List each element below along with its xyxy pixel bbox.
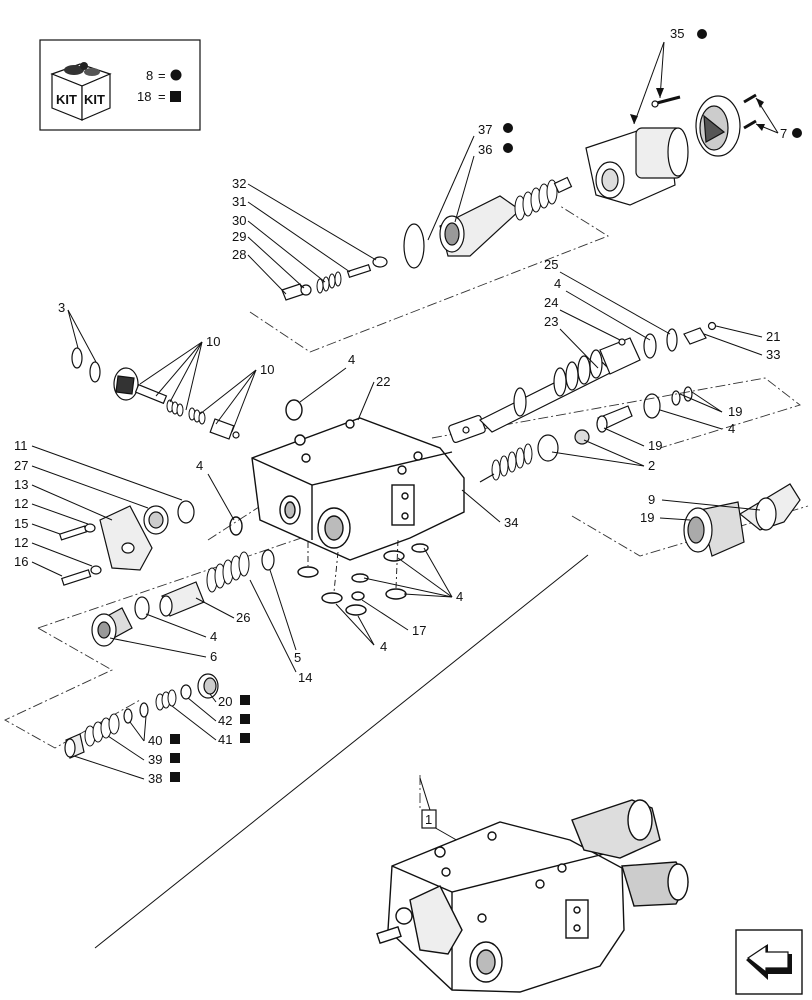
valve-body <box>251 417 465 561</box>
svg-text:23: 23 <box>544 314 558 329</box>
svg-text:1: 1 <box>425 812 432 827</box>
kit-legend: KIT KIT 8 = 18 = <box>39 39 201 131</box>
o-ring-4d <box>229 516 243 536</box>
callout-22: 22 <box>357 374 390 421</box>
svg-text:9: 9 <box>648 492 655 507</box>
svg-text:22: 22 <box>376 374 390 389</box>
svg-text:3: 3 <box>58 300 65 315</box>
svg-text:19: 19 <box>640 510 654 525</box>
svg-text:4: 4 <box>456 589 463 604</box>
svg-text:37: 37 <box>478 122 492 137</box>
svg-text:35: 35 <box>670 26 684 41</box>
solenoid-housing <box>585 93 757 206</box>
svg-text:34: 34 <box>504 515 518 530</box>
svg-text:33: 33 <box>766 347 780 362</box>
callouts-3-10: 3 10 10 <box>58 300 274 433</box>
callout-34: 34 <box>461 489 518 530</box>
svg-text:2: 2 <box>648 458 655 473</box>
svg-text:4: 4 <box>348 352 355 367</box>
svg-text:41: 41 <box>218 732 232 747</box>
assembly-boundary-lines <box>4 205 809 810</box>
callouts-relief: 26 4 6 5 14 <box>109 569 312 685</box>
svg-text:6: 6 <box>210 649 217 664</box>
svg-text:19: 19 <box>648 438 662 453</box>
svg-text:24: 24 <box>544 295 558 310</box>
svg-text:4: 4 <box>728 421 735 436</box>
callouts-sub-kit: 20 42 41 40 39 38 <box>73 693 232 786</box>
callout-4b: 4 <box>285 352 355 421</box>
kit-circle-marker <box>170 69 182 81</box>
lever-parts <box>71 347 240 440</box>
left-flange <box>58 500 195 586</box>
adjuster-knob <box>683 483 801 557</box>
svg-text:31: 31 <box>232 194 246 209</box>
svg-text:4: 4 <box>196 458 203 473</box>
kit-legend-row1-eq: = <box>158 68 166 83</box>
kit-legend-row2-eq: = <box>158 89 166 104</box>
callout-37: 37 <box>427 122 513 241</box>
spool-cartridge <box>403 176 573 269</box>
bottom-o-rings <box>297 539 429 616</box>
svg-text:12: 12 <box>14 496 28 511</box>
kit-legend-row2-number: 18 <box>137 89 151 104</box>
svg-text:4: 4 <box>210 629 217 644</box>
svg-text:27: 27 <box>14 458 28 473</box>
kit-label-right: KIT <box>84 92 105 107</box>
svg-text:36: 36 <box>478 142 492 157</box>
callouts-right: 19 4 19 2 <box>551 391 742 473</box>
svg-text:17: 17 <box>412 623 426 638</box>
svg-text:16: 16 <box>14 554 28 569</box>
svg-text:29: 29 <box>232 229 246 244</box>
svg-text:26: 26 <box>236 610 250 625</box>
svg-text:12: 12 <box>14 535 28 550</box>
callout-35: 35 <box>630 26 707 125</box>
navigation-arrow-button[interactable] <box>735 929 803 995</box>
svg-text:20: 20 <box>218 694 232 709</box>
svg-text:7: 7 <box>780 126 787 141</box>
main-spool <box>448 321 717 444</box>
detent-parts <box>281 256 388 301</box>
check-parts <box>479 386 693 483</box>
sub-kit-parts <box>64 673 219 759</box>
kit-square-marker <box>170 91 181 102</box>
svg-text:21: 21 <box>766 329 780 344</box>
svg-text:13: 13 <box>14 477 28 492</box>
assembled-valve <box>376 799 689 993</box>
svg-text:30: 30 <box>232 213 246 228</box>
callouts-28-32: 32 31 30 29 28 <box>232 176 377 295</box>
svg-text:25: 25 <box>544 257 558 272</box>
callouts-spool: 25 4 24 23 21 33 <box>544 257 780 369</box>
svg-text:10: 10 <box>206 334 220 349</box>
svg-text:40: 40 <box>148 733 162 748</box>
callouts-left: 11 27 13 12 15 12 16 4 <box>14 438 235 577</box>
svg-text:15: 15 <box>14 516 28 531</box>
svg-text:14: 14 <box>298 670 312 685</box>
callouts-knob: 9 19 <box>640 492 761 525</box>
svg-text:5: 5 <box>294 650 301 665</box>
kit-label-left: KIT <box>56 92 77 107</box>
callout-36: 36 <box>454 142 513 223</box>
callouts-bottom: 4 17 4 <box>335 547 463 654</box>
kit-box-icon: KIT KIT <box>50 62 112 121</box>
svg-text:28: 28 <box>232 247 246 262</box>
callout-7: 7 <box>755 97 802 141</box>
svg-text:10: 10 <box>260 362 274 377</box>
svg-text:39: 39 <box>148 752 162 767</box>
svg-text:42: 42 <box>218 713 232 728</box>
svg-text:11: 11 <box>14 438 28 453</box>
callout-1: 1 <box>421 809 437 829</box>
reference-lines <box>94 554 589 949</box>
svg-text:4: 4 <box>380 639 387 654</box>
kit-legend-row1-number: 8 <box>146 68 153 83</box>
svg-text:4: 4 <box>554 276 561 291</box>
svg-text:38: 38 <box>148 771 162 786</box>
svg-text:19: 19 <box>728 404 742 419</box>
square-markers <box>170 695 250 782</box>
arrow-icon <box>746 944 792 980</box>
svg-text:32: 32 <box>232 176 246 191</box>
